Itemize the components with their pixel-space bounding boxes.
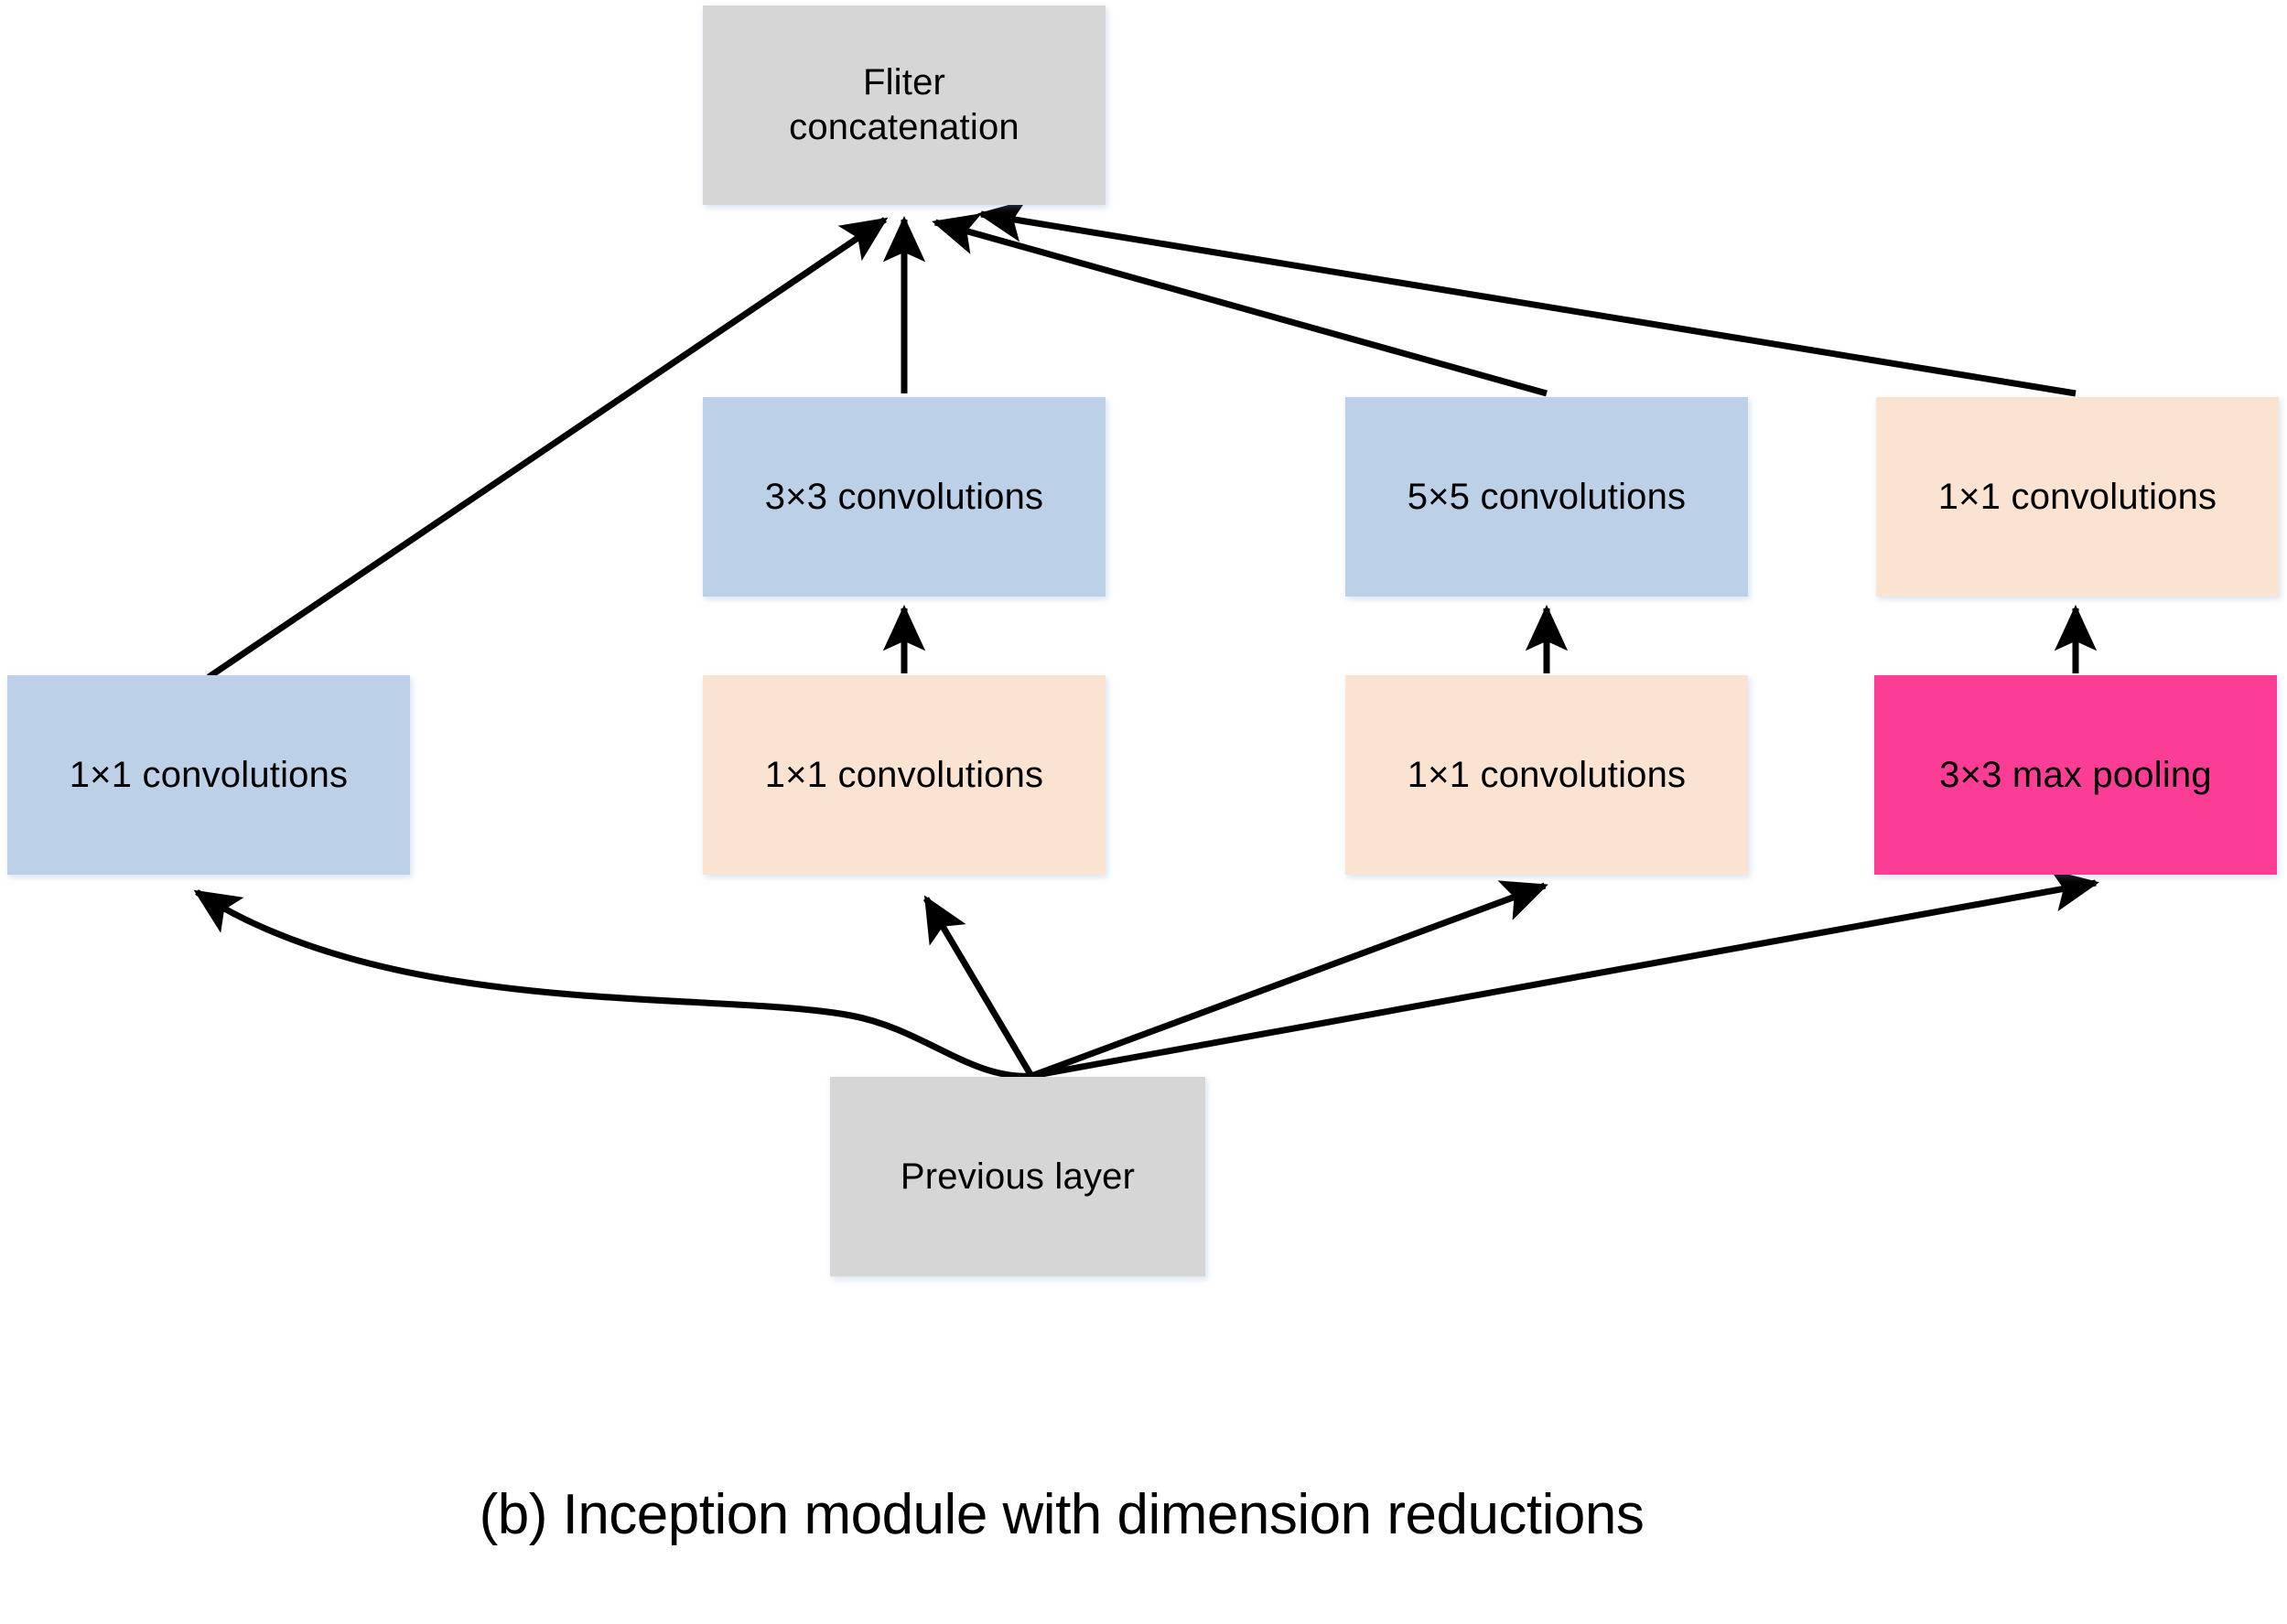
figure-caption: (b) Inception module with dimension redu… <box>479 1483 1645 1546</box>
node-1x1-convolutions-direct-label: 1×1 convolutions <box>69 754 349 795</box>
edge-previous-to-conv1x1-before5x5 <box>1030 880 1548 1080</box>
edge-previous-to-conv1x1-direct <box>193 889 1032 1080</box>
edge-conv5x5-to-concat <box>932 213 1548 397</box>
node-3x3-convolutions-label: 3×3 convolutions <box>764 476 1044 517</box>
node-filter-concatenation-line1: Fliter <box>862 62 946 103</box>
node-3x3-max-pooling[interactable]: 3×3 max pooling <box>1874 675 2277 875</box>
node-5x5-convolutions-label: 5×5 convolutions <box>1407 476 1687 517</box>
node-filter-concatenation[interactable]: Fliter concatenation <box>703 5 1106 205</box>
node-1x1-convolutions-direct[interactable]: 1×1 convolutions <box>7 675 410 875</box>
node-3x3-max-pooling-label: 3×3 max pooling <box>1939 754 2212 795</box>
edge-conv1x1-pool-to-concat <box>977 199 2077 397</box>
node-5x5-convolutions[interactable]: 5×5 convolutions <box>1345 397 1748 597</box>
node-1x1-convolutions-before-5x5-label: 1×1 convolutions <box>1407 754 1687 795</box>
node-previous-layer-label: Previous layer <box>900 1156 1136 1197</box>
node-1x1-convolutions-pool-branch-label: 1×1 convolutions <box>1937 476 2217 517</box>
node-filter-concatenation-line2: concatenation <box>789 107 1019 147</box>
node-1x1-convolutions-before-3x3[interactable]: 1×1 convolutions <box>703 675 1106 875</box>
node-1x1-convolutions-pool-branch[interactable]: 1×1 convolutions <box>1876 397 2279 597</box>
node-1x1-convolutions-before-3x3-label: 1×1 convolutions <box>764 754 1044 795</box>
edge-previous-to-conv1x1-before3x3 <box>922 895 1035 1078</box>
edge-previous-to-maxpool <box>1030 869 2099 1080</box>
node-1x1-convolutions-before-5x5[interactable]: 1×1 convolutions <box>1345 675 1748 875</box>
node-3x3-convolutions[interactable]: 3×3 convolutions <box>703 397 1106 597</box>
node-previous-layer[interactable]: Previous layer <box>830 1077 1205 1276</box>
